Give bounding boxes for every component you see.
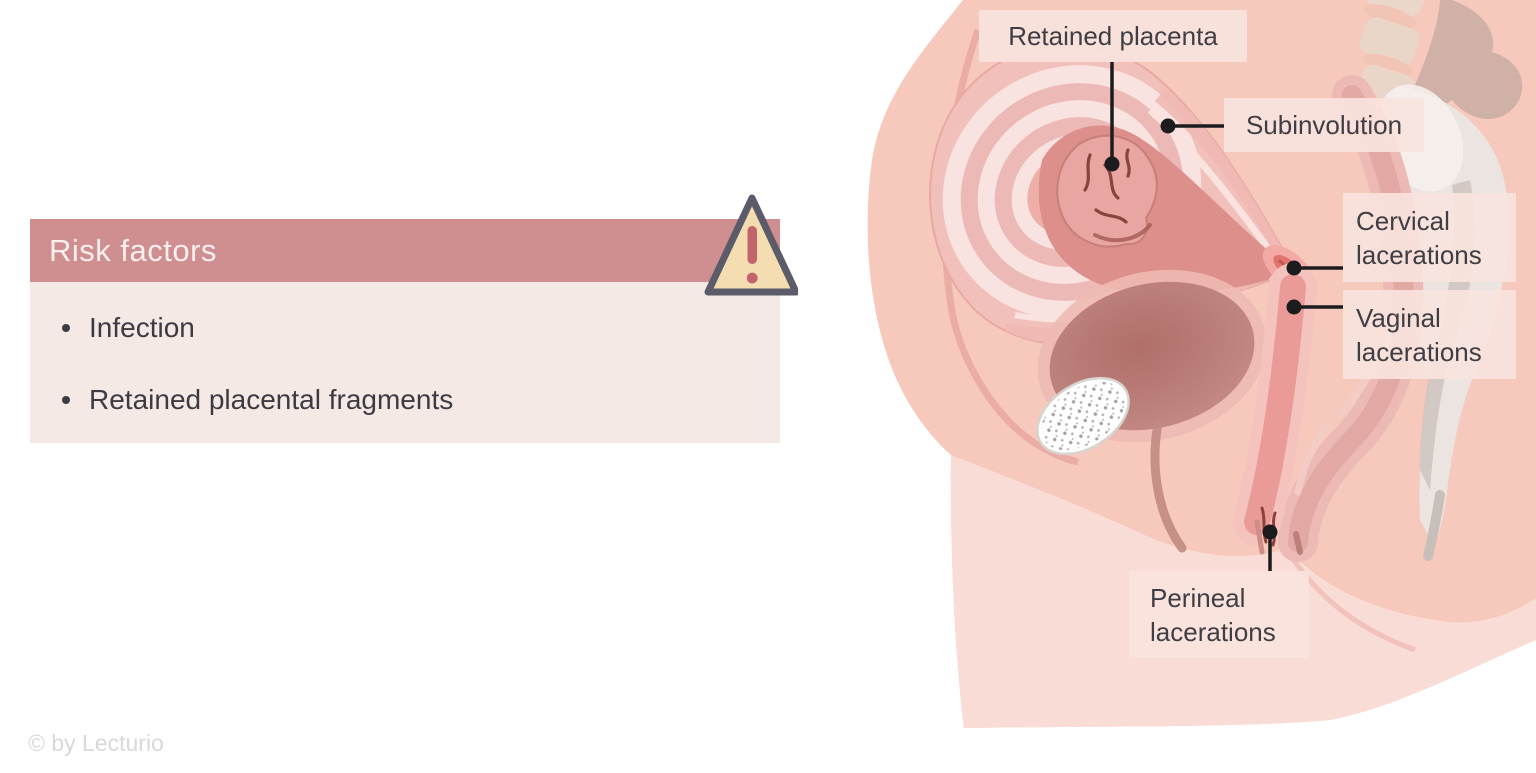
page-title: Risk factors <box>30 219 780 282</box>
coccyx-bone <box>1423 490 1445 561</box>
bullet-label: Infection <box>89 312 195 343</box>
label-subinvolution: Subinvolution <box>1224 98 1424 152</box>
bullet-label: Retained placental fragments <box>89 384 454 415</box>
label-retained-placenta: Retained placenta <box>979 10 1247 62</box>
bullet-icon <box>62 324 70 332</box>
vagina <box>1233 263 1317 555</box>
label-perineal-lacerations: Perineal lacerations <box>1129 571 1309 658</box>
list-item: Infection <box>62 310 195 346</box>
copyright-text: © by Lecturio <box>28 730 164 756</box>
label-vaginal-lacerations: Vaginal lacerations <box>1343 290 1516 379</box>
gluteal-crease <box>1285 550 1416 653</box>
label-cervical-lacerations: Cervical lacerations <box>1343 193 1516 282</box>
list-item: Retained placental fragments <box>62 382 453 418</box>
retained-placenta-tissue <box>1056 134 1158 248</box>
bullet-icon <box>62 396 70 404</box>
warning-triangle-icon <box>704 194 798 296</box>
vulva-cleft <box>1254 519 1265 555</box>
risk-factors-panel: Infection Retained placental fragments <box>30 282 780 443</box>
urethra <box>1150 419 1187 553</box>
pubic-symphysis <box>1036 376 1130 456</box>
anus <box>1293 531 1303 555</box>
pointer-lines <box>1104 62 1343 571</box>
